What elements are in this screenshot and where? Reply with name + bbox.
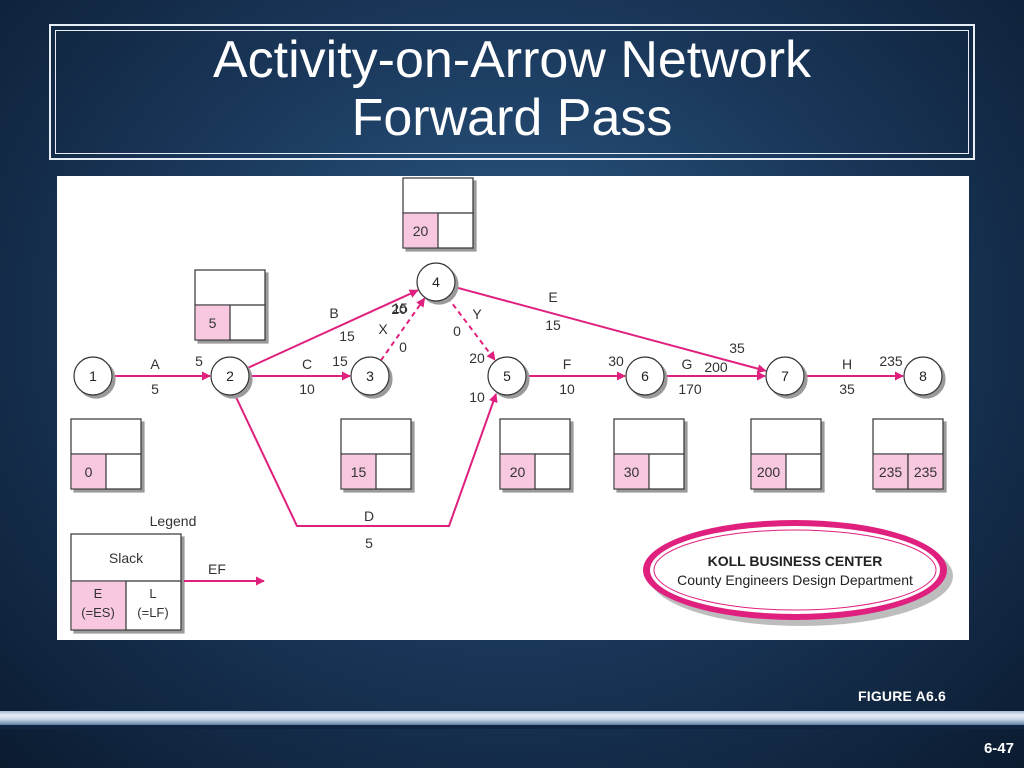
activity-duration-y: 0 xyxy=(453,323,461,339)
event-node-label-3: 3 xyxy=(366,368,374,384)
company-department: County Engineers Design Department xyxy=(677,572,913,588)
event-node-label-6: 6 xyxy=(641,368,649,384)
footer-bar-shadow xyxy=(0,725,1024,729)
activity-arrow-y xyxy=(446,296,496,361)
legend-es-cell xyxy=(71,581,126,630)
node-box-7: 200 xyxy=(750,418,822,490)
activity-arrow-e xyxy=(454,285,767,374)
node-box-6: 30 xyxy=(613,418,685,490)
activity-duration-b: 15 xyxy=(339,328,355,344)
activity-duration-d: 5 xyxy=(365,535,373,551)
event-node-3: 3 xyxy=(350,356,390,396)
event-node-label-2: 2 xyxy=(226,368,234,384)
node-es-8: 235 xyxy=(879,464,903,480)
event-node-label-7: 7 xyxy=(781,368,789,384)
activity-name-f: F xyxy=(563,356,572,372)
activity-ef-c: 15 xyxy=(332,353,348,369)
activity-duration-x: 0 xyxy=(399,339,407,355)
activity-name-b: B xyxy=(329,305,338,321)
activity-duration-f: 10 xyxy=(559,381,575,397)
event-node-5: 5 xyxy=(487,356,527,396)
page-number: 6-47 xyxy=(983,740,1014,757)
legend-l-sub: (=LF) xyxy=(137,605,168,620)
activity-ef-b: 20 xyxy=(391,301,407,317)
legend-e: E xyxy=(94,586,103,601)
activity-ef-d: 10 xyxy=(469,389,485,405)
slide-title-line2: Forward Pass xyxy=(351,89,673,147)
activity-ef-f: 30 xyxy=(608,353,624,369)
activity-ef-y: 20 xyxy=(469,350,485,366)
activity-name-a: A xyxy=(150,356,160,372)
activity-ef-a: 5 xyxy=(195,353,203,369)
node-box-3: 15 xyxy=(340,418,412,490)
node-box-4: 20 xyxy=(402,177,474,249)
node-box-8: 235 235 xyxy=(872,418,944,490)
event-node-6: 6 xyxy=(625,356,665,396)
node-es-4: 20 xyxy=(413,223,429,239)
legend-e-sub: (=ES) xyxy=(81,605,115,620)
figure-label: FIGURE A6.6 xyxy=(858,688,947,704)
node-lf-8: 235 xyxy=(914,464,938,480)
event-node-2: 2 xyxy=(210,356,250,396)
legend-slack: Slack xyxy=(109,550,144,566)
event-node-label-1: 1 xyxy=(89,368,97,384)
company-badge: KOLL BUSINESS CENTER County Engineers De… xyxy=(643,520,953,626)
activity-duration-a: 5 xyxy=(151,381,159,397)
event-node-7: 7 xyxy=(765,356,805,396)
activity-name-c: C xyxy=(302,356,312,372)
event-node-4: 4 xyxy=(416,262,456,302)
node-box-2: 5 xyxy=(194,269,266,341)
event-node-label-8: 8 xyxy=(919,368,927,384)
node-es-7: 200 xyxy=(757,464,781,480)
activity-duration-g: 170 xyxy=(678,381,702,397)
activity-duration-c: 10 xyxy=(299,381,315,397)
node-es-1: 0 xyxy=(85,464,93,480)
activity-arrow-d xyxy=(234,393,498,527)
activity-name-x: X xyxy=(378,321,388,337)
legend: Legend Slack E (=ES) L (=LF) EF xyxy=(70,513,265,631)
activity-name-g: G xyxy=(682,356,693,372)
event-node-1: 1 xyxy=(73,356,113,396)
activity-duration-e: 15 xyxy=(545,317,561,333)
activity-name-h: H xyxy=(842,356,852,372)
activity-duration-h: 35 xyxy=(839,381,855,397)
title-frame-inner xyxy=(55,30,969,154)
node-box-1: 0 xyxy=(70,418,142,490)
activity-ef-h: 235 xyxy=(879,353,903,369)
activity-arrows xyxy=(112,285,904,527)
activity-arrow-b xyxy=(246,289,419,370)
event-node-8: 8 xyxy=(903,356,943,396)
event-nodes: 1 2 3 4 5 6 7 8 xyxy=(73,262,943,396)
node-es-5: 20 xyxy=(510,464,526,480)
node-es-3: 15 xyxy=(351,464,367,480)
legend-l: L xyxy=(149,586,156,601)
event-node-label-4: 4 xyxy=(432,274,440,290)
legend-ef: EF xyxy=(208,561,226,577)
legend-title: Legend xyxy=(150,513,197,529)
activity-ef-e: 35 xyxy=(729,340,745,356)
slide-title-line1: Activity-on-Arrow Network xyxy=(212,31,812,89)
footer-bar xyxy=(0,711,1024,725)
activity-ef-x: 15 xyxy=(392,300,408,316)
activity-name-y: Y xyxy=(472,306,482,322)
node-es-2: 5 xyxy=(209,315,217,331)
activity-name-e: E xyxy=(548,289,557,305)
activity-ef-g: 200 xyxy=(704,359,728,375)
node-es-6: 30 xyxy=(624,464,640,480)
activity-name-d: D xyxy=(364,508,374,524)
event-node-label-5: 5 xyxy=(503,368,511,384)
company-name: KOLL BUSINESS CENTER xyxy=(708,553,883,569)
node-box-5: 20 xyxy=(499,418,571,490)
activity-arrow-x xyxy=(380,297,426,362)
title-frame: Activity-on-Arrow Network Forward Pass xyxy=(49,24,975,160)
